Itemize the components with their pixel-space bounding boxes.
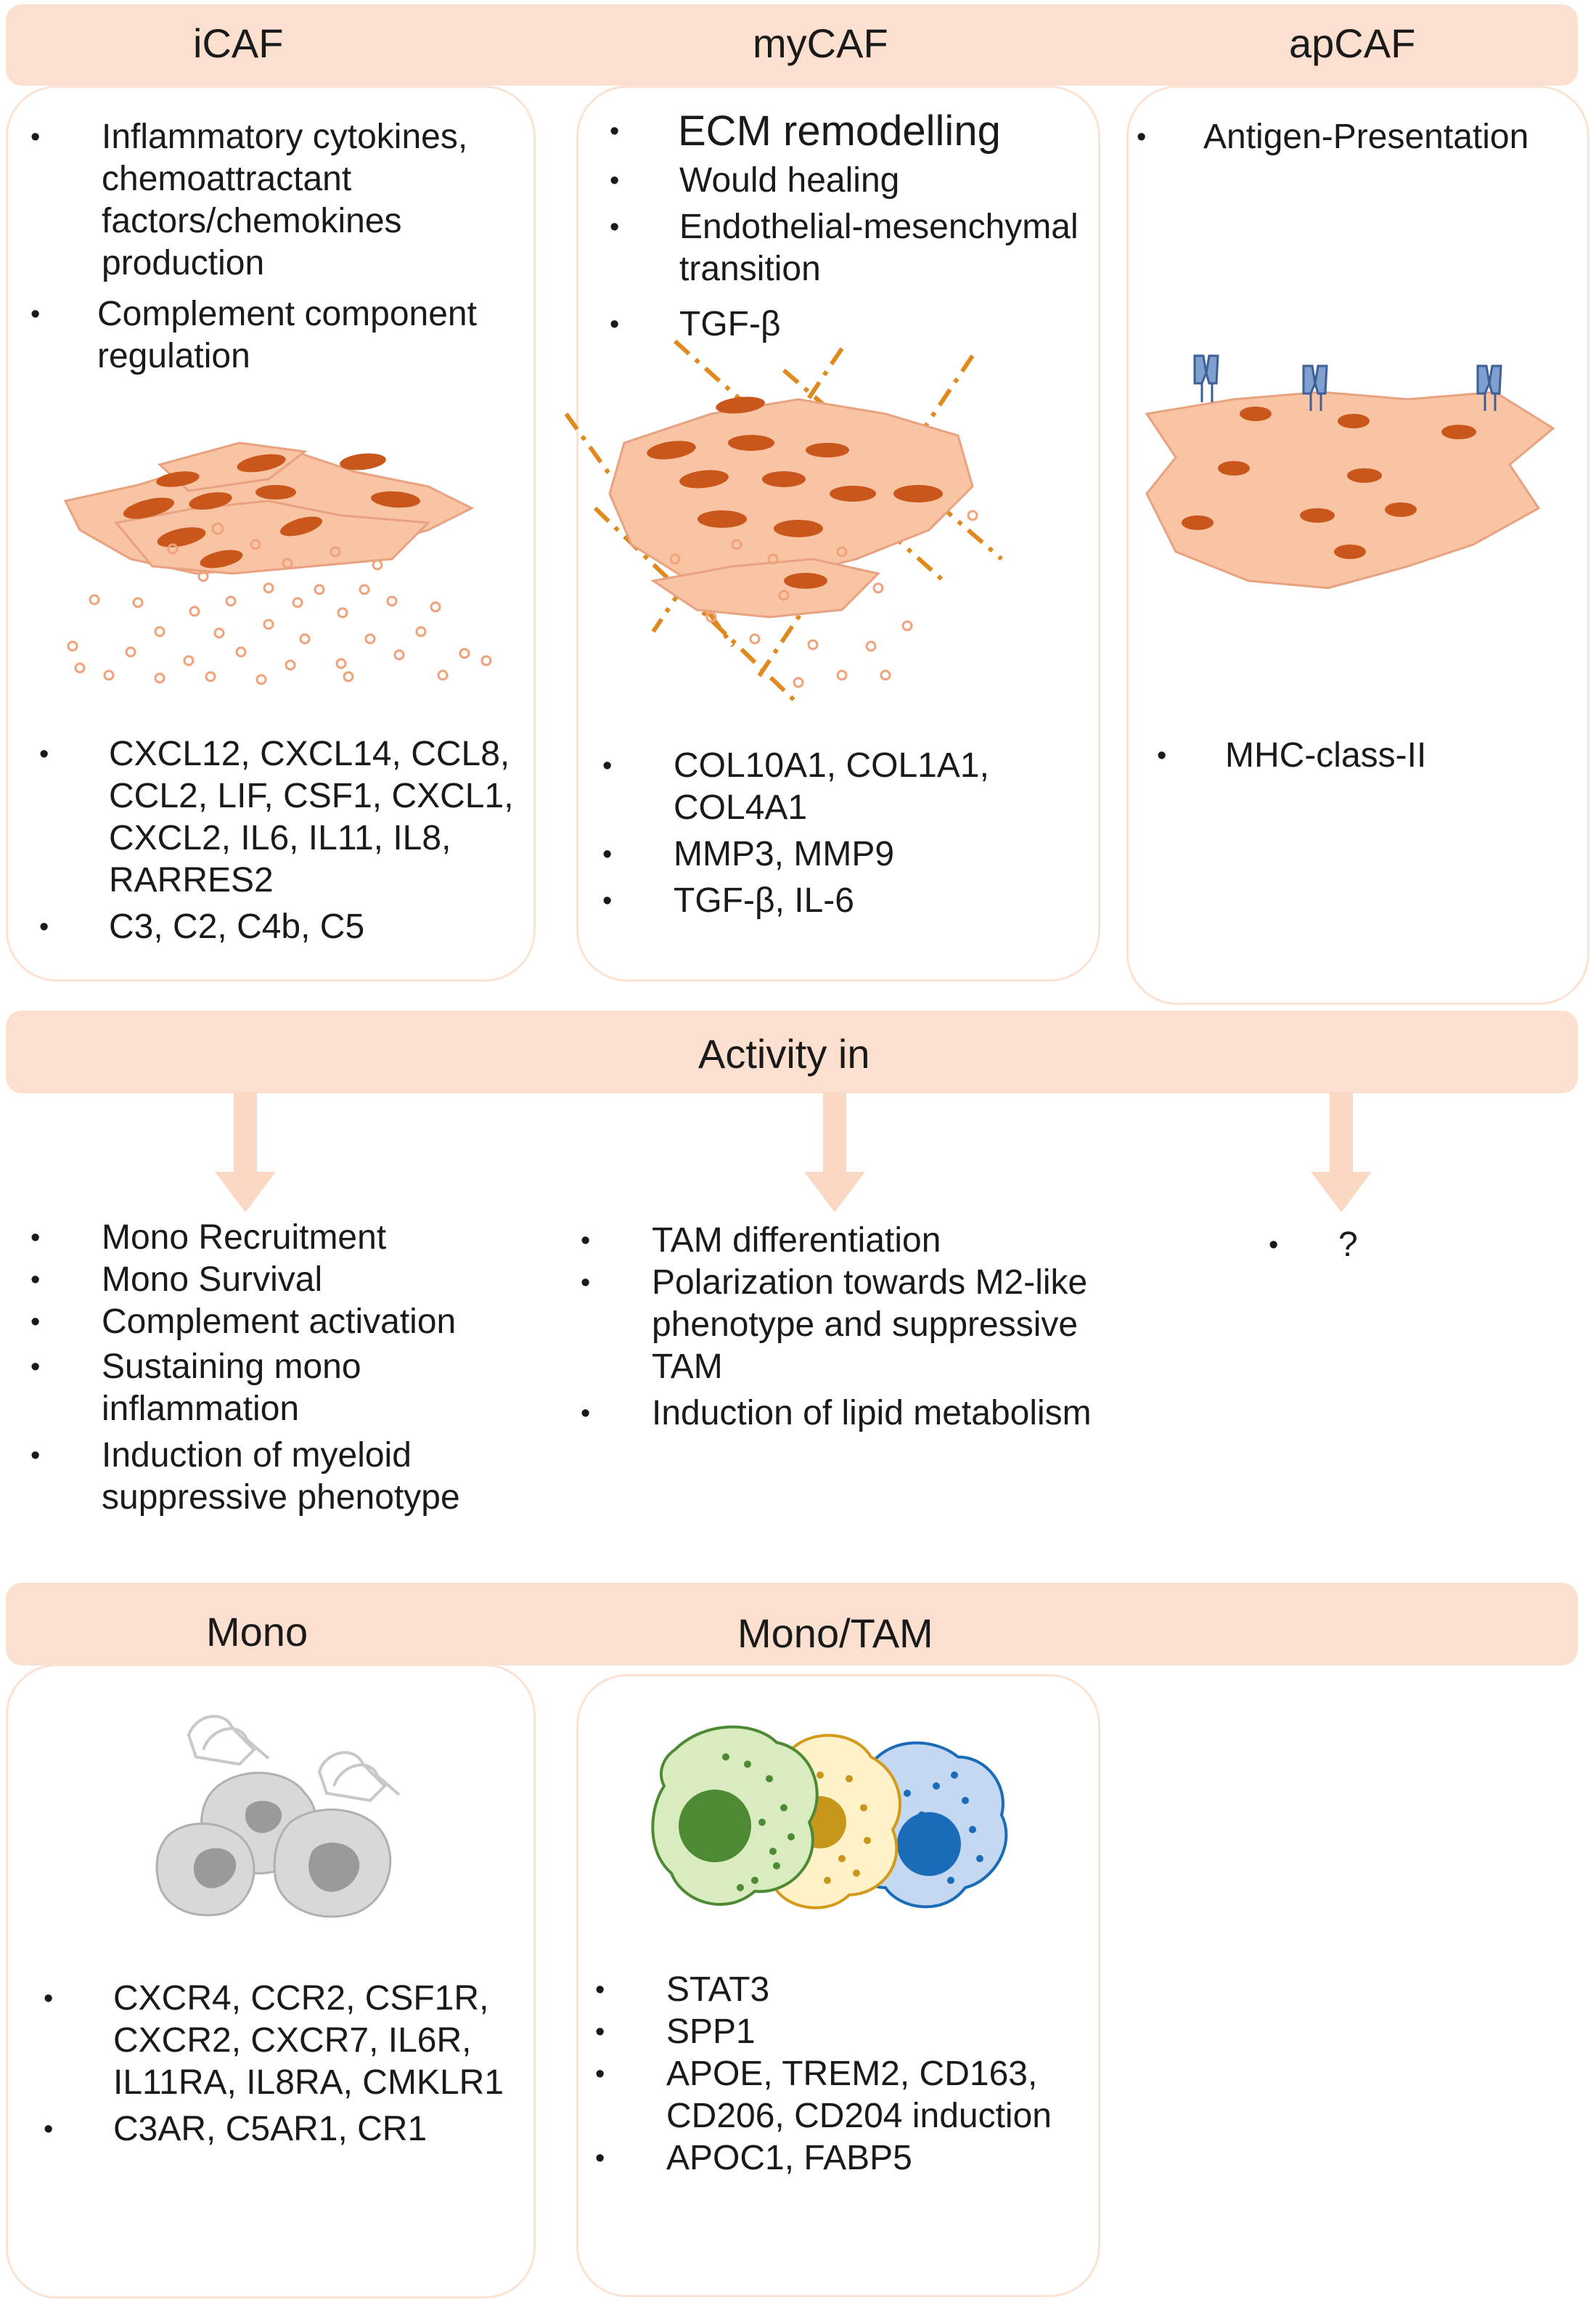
mycaf-function-item: ECM remodelling bbox=[610, 107, 1103, 155]
icaf-function-item: Inflammatory cytokines, chemoattractant … bbox=[30, 116, 510, 285]
mycaf-marker-list: COL10A1, COL1A1, COL4A1 MMP3, MMP9 TGF-β… bbox=[602, 745, 1081, 926]
caf-header-band bbox=[6, 4, 1578, 86]
mycaf-down-arrow-icon bbox=[804, 1092, 865, 1212]
apcaf-activity-list: ? bbox=[1269, 1224, 1486, 1271]
mono-tam-marker-item: APOC1, FABP5 bbox=[595, 2137, 1089, 2179]
tam-illustration bbox=[651, 1725, 1008, 1909]
mono-tam-marker-item: SPP1 bbox=[595, 2011, 1089, 2053]
mono-title: Mono bbox=[206, 1609, 308, 1655]
mycaf-marker-item: MMP3, MMP9 bbox=[602, 833, 1081, 876]
icaf-title: iCAF bbox=[193, 20, 284, 66]
apcaf-cell-illustration bbox=[1145, 354, 1555, 590]
icaf-function-list: Inflammatory cytokines, chemoattractant … bbox=[30, 116, 510, 382]
icaf-marker-item: C3, C2, C4b, C5 bbox=[39, 906, 525, 948]
mono-marker-item: C3AR, C5AR1, CR1 bbox=[44, 2108, 523, 2150]
mycaf-marker-item: TGF-β, IL-6 bbox=[602, 880, 1081, 922]
mono-marker-list: CXCR4, CCR2, CSF1R, CXCR2, CXCR7, IL6R, … bbox=[44, 1978, 523, 2155]
mycaf-title: myCAF bbox=[753, 20, 888, 66]
activity-band bbox=[6, 1011, 1578, 1093]
apcaf-function-list: Antigen-Presentation bbox=[1137, 116, 1587, 163]
apcaf-activity-item: ? bbox=[1269, 1224, 1486, 1266]
target-band bbox=[6, 1583, 1578, 1665]
mycaf-function-item: Would healing bbox=[610, 160, 1103, 202]
mycaf-activity-item: Polarization towards M2-like phenotype a… bbox=[581, 1262, 1132, 1388]
mhc-receptor-icon bbox=[1193, 354, 1502, 411]
apcaf-marker-item: MHC-class-II bbox=[1157, 735, 1563, 777]
icaf-cell-illustration bbox=[63, 441, 492, 685]
monocyte-illustration bbox=[155, 1715, 401, 1918]
apcaf-down-arrow-icon bbox=[1311, 1092, 1372, 1212]
mycaf-activity-list: TAM differentiation Polarization towards… bbox=[581, 1220, 1132, 1439]
icaf-marker-item: CXCL12, CXCL14, CCL8, CCL2, LIF, CSF1, C… bbox=[39, 733, 525, 902]
mono-tam-marker-item: APOE, TREM2, CD163, CD206, CD204 inducti… bbox=[595, 2053, 1089, 2137]
icaf-activity-item: Sustaining mono inflammation bbox=[30, 1346, 495, 1430]
mono-marker-item: CXCR4, CCR2, CSF1R, CXCR2, CXCR7, IL6R, … bbox=[44, 1978, 523, 2104]
icaf-activity-item: Complement activation bbox=[30, 1301, 495, 1343]
mycaf-function-item: TGF-β bbox=[610, 303, 1103, 346]
apcaf-marker-list: MHC-class-II bbox=[1157, 735, 1563, 781]
mycaf-activity-item: TAM differentiation bbox=[581, 1220, 1132, 1262]
apcaf-function-item: Antigen-Presentation bbox=[1137, 116, 1587, 158]
icaf-activity-list: Mono Recruitment Mono Survival Complemen… bbox=[30, 1217, 495, 1523]
icaf-down-arrow-icon bbox=[215, 1092, 276, 1212]
mycaf-marker-item: COL10A1, COL1A1, COL4A1 bbox=[602, 745, 1081, 829]
icaf-activity-item: Mono Recruitment bbox=[30, 1217, 495, 1259]
mycaf-cell-illustration bbox=[564, 339, 1003, 706]
icaf-function-item: Complement component regulation bbox=[30, 293, 510, 378]
mycaf-activity-item: Induction of lipid metabolism bbox=[581, 1392, 1132, 1435]
icaf-marker-list: CXCL12, CXCL14, CCL8, CCL2, LIF, CSF1, C… bbox=[39, 733, 525, 953]
mono-tam-title: Mono/TAM bbox=[737, 1610, 933, 1656]
apcaf-title: apCAF bbox=[1289, 20, 1416, 66]
icaf-activity-item: Mono Survival bbox=[30, 1259, 495, 1301]
mycaf-function-item: Endothelial-mesenchymal transition bbox=[610, 206, 1103, 290]
icaf-activity-item: Induction of myeloid suppressive phenoty… bbox=[30, 1435, 495, 1519]
activity-title: Activity in bbox=[698, 1031, 870, 1077]
mono-tam-marker-item: STAT3 bbox=[595, 1969, 1089, 2011]
mono-tam-marker-list: STAT3 SPP1 APOE, TREM2, CD163, CD206, CD… bbox=[595, 1969, 1089, 2184]
mycaf-function-list: ECM remodelling Would healing Endothelia… bbox=[610, 107, 1103, 350]
